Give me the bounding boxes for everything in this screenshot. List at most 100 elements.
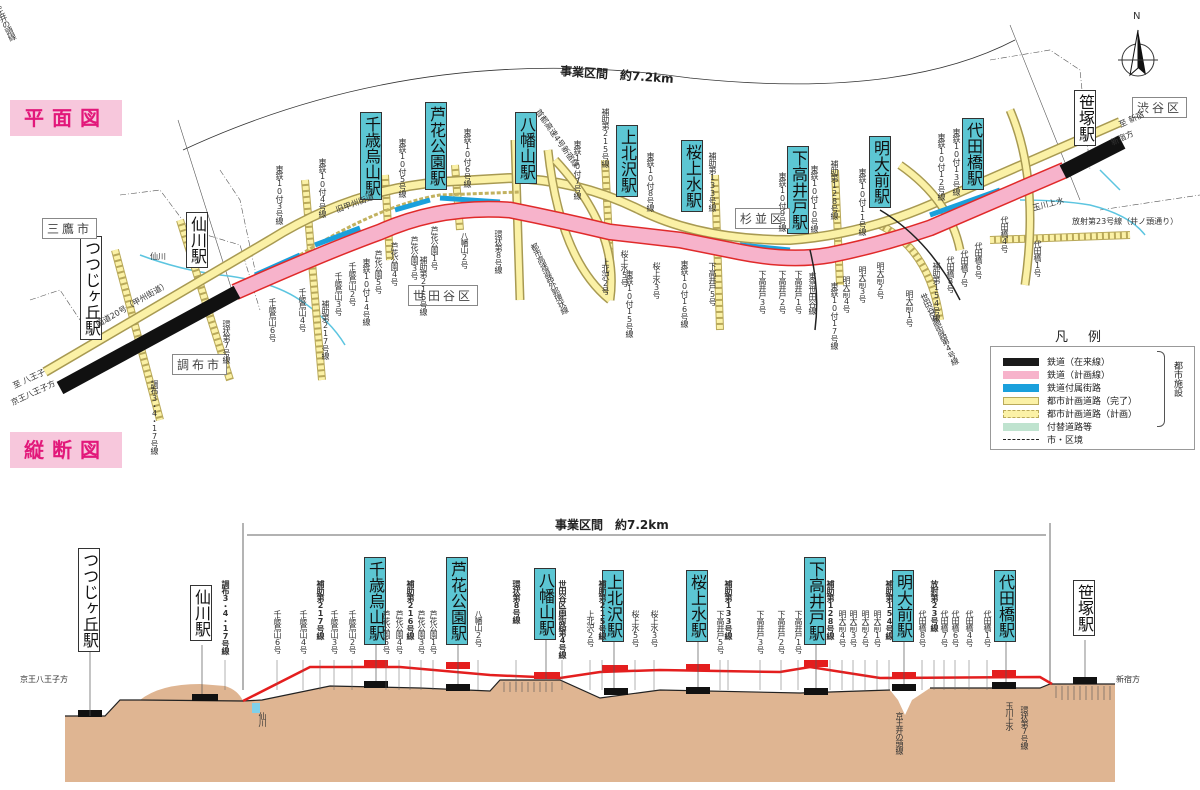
legend-item: 市・区境 xyxy=(1003,433,1083,446)
area-label: 杉並区 xyxy=(735,208,791,229)
station-label-plan: 千歳烏山駅 xyxy=(360,112,382,200)
profile-crossing-label: 放射第23号線 xyxy=(930,580,939,631)
north-arrow-icon xyxy=(1118,29,1158,77)
profile-crossing-label: 補助第217号線 xyxy=(316,580,325,639)
legend-swatch xyxy=(1003,409,1039,418)
profile-crossing-label: 桜上水3号 xyxy=(650,610,659,646)
profile-crossing-label: 千歳烏山4号 xyxy=(299,610,308,653)
plan-crossing-label: 東鉄10付5号線 xyxy=(398,138,407,197)
legend-swatch xyxy=(1003,422,1039,431)
profile-crossing-label: 下高井戸5号 xyxy=(716,610,725,653)
area-label: 三鷹市 xyxy=(42,218,98,239)
plan-crossing-label: 東鉄10付10号線 xyxy=(810,165,819,232)
area-label: 世田谷区 xyxy=(408,285,479,306)
station-label-profile: 笹塚駅 xyxy=(1073,580,1095,636)
station-label-plan: 八幡山駅 xyxy=(515,112,537,184)
river-tamagawa-josui xyxy=(1019,169,1146,236)
plan-crossing-label: 東鉄10付7号線 xyxy=(573,140,582,199)
profile-crossing-label: 調布3・4・17号線 xyxy=(221,580,230,654)
profile-span-label: 事業区間 約7.2km xyxy=(555,518,669,532)
profile-crossing-label: 代田橋1号 xyxy=(983,610,992,646)
station-label-plan: つつじヶ丘駅 xyxy=(80,236,102,340)
profile-crossing-label: 補助第128号線 xyxy=(826,580,835,639)
area-label: 調布市 xyxy=(172,354,228,375)
profile-crossing-label: 補助第216号線 xyxy=(406,580,415,639)
station-label-profile: 明大前駅 xyxy=(892,570,914,642)
legend-label: 鉄道付属街路 xyxy=(1047,384,1102,394)
plan-crossing-label: 東鉄10付11号線 xyxy=(858,168,867,235)
station-label-profile: 千歳烏山駅 xyxy=(364,557,386,645)
plan-crossing-label: 芦花公園5号 xyxy=(374,250,383,293)
legend-item: 鉄道（在来線） xyxy=(1003,355,1110,368)
station-label-plan: 代田橋駅 xyxy=(962,118,984,190)
plan-crossing-label: 東鉄10付17号線 xyxy=(830,282,839,349)
plan-span-arrow xyxy=(182,39,1016,151)
legend-title: 凡例 xyxy=(1055,330,1122,345)
plan-crossing-label: 千歳烏山6号 xyxy=(268,298,277,341)
profile-label: 新宿方 xyxy=(1116,675,1140,684)
plan-crossing-label: 代田橋6号 xyxy=(974,242,983,278)
other-rail-lines xyxy=(809,209,961,331)
legend: 都市施設 鉄道（在来線）鉄道（計画線）鉄道付属街路都市計画道路（完了）都市計画道… xyxy=(990,346,1195,450)
plan-crossing-label: 補助第154号線 xyxy=(932,262,941,321)
profile-crossing-label: 桜上水5号 xyxy=(631,610,640,646)
station-label-plan: 仙川駅 xyxy=(186,212,208,268)
legend-item: 鉄道付属街路 xyxy=(1003,381,1101,394)
legend-swatch xyxy=(1003,357,1039,366)
plan-crossing-label: 東鉄10付13号線 xyxy=(952,128,961,195)
legend-label: 付替道路等 xyxy=(1047,423,1093,433)
profile-crossing-label: 芦花公園5号 xyxy=(382,610,391,653)
profile-label: 京王井の頭線 xyxy=(895,712,904,754)
legend-label: 鉄道（在来線） xyxy=(1047,358,1111,368)
plan-crossing-label: 環状第8号線 xyxy=(494,230,503,273)
plan-crossing-label: 芦花公園3号 xyxy=(410,236,419,279)
legend-swatch xyxy=(1003,396,1039,405)
legend-swatch xyxy=(1003,439,1039,440)
station-label-plan: 明大前駅 xyxy=(869,136,891,208)
legend-label: 鉄道（計画線） xyxy=(1047,371,1111,381)
plan-view-header: 平面図 xyxy=(10,100,122,136)
legend-swatch xyxy=(1003,370,1039,379)
plan-crossing-label: 補助第217号線 xyxy=(321,300,330,359)
profile-crossing-label: 補助第154号線 xyxy=(885,580,894,639)
profile-label: 京王八王子方 xyxy=(20,675,68,684)
station-label-profile: 仙川駅 xyxy=(190,585,212,641)
planned-platforms xyxy=(364,660,1016,679)
plan-crossing-label: 下高井戸3号 xyxy=(758,270,767,313)
plan-crossing-label: 代田橋8号 xyxy=(946,256,955,292)
plan-crossing-label: 東鉄10付16号線 xyxy=(680,260,689,327)
plan-crossing-label: 東鉄10付4号線 xyxy=(318,158,327,217)
plan-label: 放射第23号線（井ノ頭通り） xyxy=(1072,217,1179,226)
plan-crossing-label: 芦花公園1号 xyxy=(430,226,439,269)
legend-item: 都市計画道路（完了） xyxy=(1003,394,1137,407)
station-label-profile: 代田橋駅 xyxy=(994,570,1016,642)
profile-label: 環状第7号線 xyxy=(1020,706,1029,749)
plan-crossing-label: 千歳烏山4号 xyxy=(298,288,307,331)
profile-crossing-label: 下高井戸1号 xyxy=(794,610,803,653)
old-koshu-kaido xyxy=(299,190,521,257)
profile-label: 玉川上水 xyxy=(1005,702,1014,730)
profile-crossing-label: 芦花公園4号 xyxy=(395,610,404,653)
legend-item: 都市計画道路（計画） xyxy=(1003,407,1137,420)
plan-crossing-label: 東鉄10付3号線 xyxy=(275,165,284,224)
station-label-plan: 桜上水駅 xyxy=(681,140,703,212)
plan-crossing-label: 代田橋4号 xyxy=(1000,216,1009,252)
station-label-profile: 芦花公園駅 xyxy=(446,557,468,645)
plan-crossing-label: 芦花公園4号 xyxy=(390,242,399,285)
plan-crossing-label: 環状第7号線 xyxy=(222,320,231,363)
profile-crossing-label: 補助第215号線 xyxy=(598,580,607,639)
legend-label: 都市計画道路（計画） xyxy=(1047,410,1138,420)
plan-crossing-label: 明大前4号 xyxy=(842,276,851,312)
plan-crossing-label: 調布3・4・17号線 xyxy=(150,380,159,454)
station-label-plan: 上北沢駅 xyxy=(616,125,638,197)
plan-crossing-label: 千歳烏山3号 xyxy=(334,272,343,315)
profile-crossing-label: 明大前4号 xyxy=(838,610,847,646)
legend-item: 付替道路等 xyxy=(1003,420,1092,433)
plan-crossing-label: 千歳烏山2号 xyxy=(348,262,357,305)
plan-crossing-label: 明大前1号 xyxy=(905,290,914,326)
plan-crossing-label: 補助第215号線 xyxy=(601,108,610,167)
plan-crossing-label: 代田橋1号 xyxy=(1033,240,1042,276)
plan-crossing-label: 桜上水3号 xyxy=(652,262,661,298)
